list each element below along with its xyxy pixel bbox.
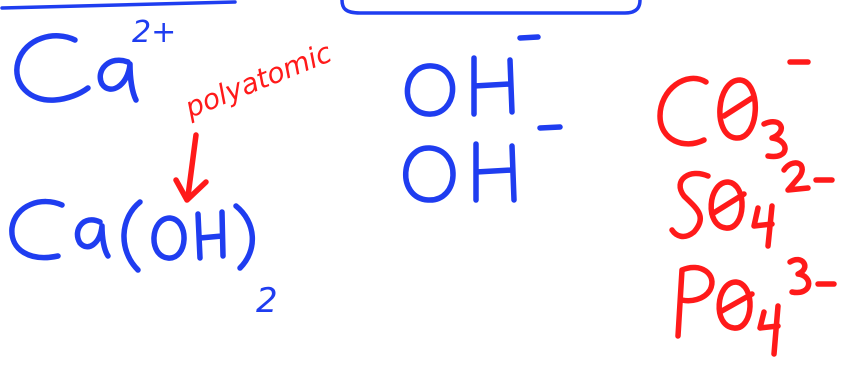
calcium-ion: 2+: [14, 15, 176, 103]
letter-O: [402, 145, 456, 203]
letter-H: [195, 209, 226, 261]
paren-open: [121, 199, 143, 273]
calcium-charge: 2+: [132, 15, 176, 50]
letter-O: [717, 77, 759, 141]
annotation-text: polyatomic: [179, 36, 337, 125]
calcium-hydroxide-formula: 2: [9, 198, 278, 321]
arrow-shaft: [185, 132, 199, 199]
letter-O: [404, 63, 456, 117]
top-left-line: [0, 0, 237, 10]
charge-minus: [537, 124, 563, 131]
paren-close: [233, 203, 256, 271]
charge-3: [787, 256, 812, 296]
letter-a: [97, 57, 139, 103]
carbonate-ion: [657, 59, 811, 160]
letter-P: [675, 264, 715, 339]
polyatomic-annotation: polyatomic: [173, 36, 337, 203]
top-box-outline: [340, 0, 642, 15]
top-frame-strokes: [0, 0, 642, 15]
charge-minus: [517, 34, 541, 41]
subscript-3: [761, 119, 788, 160]
charge-2: [781, 160, 811, 193]
phosphate-ion: [675, 256, 837, 357]
letter-O-slash: [709, 191, 747, 217]
arrow-head: [173, 177, 209, 203]
subscript-4: [757, 303, 781, 357]
hydroxide-ion-1: [404, 34, 541, 117]
letter-O: [151, 215, 187, 261]
letter-C: [657, 75, 709, 147]
letter-O-slash: [717, 291, 755, 315]
sulfate-ion: [669, 160, 835, 249]
letter-H: [473, 141, 517, 203]
letter-O-slash: [721, 95, 755, 119]
letter-C: [14, 33, 91, 103]
letter-H: [471, 55, 515, 117]
letter-a: [74, 217, 111, 259]
letter-S: [669, 170, 711, 240]
letter-C: [9, 198, 65, 261]
compound-subscript: 2: [256, 281, 278, 321]
subscript-4: [751, 203, 775, 249]
hydroxide-ion-2: [402, 124, 563, 203]
